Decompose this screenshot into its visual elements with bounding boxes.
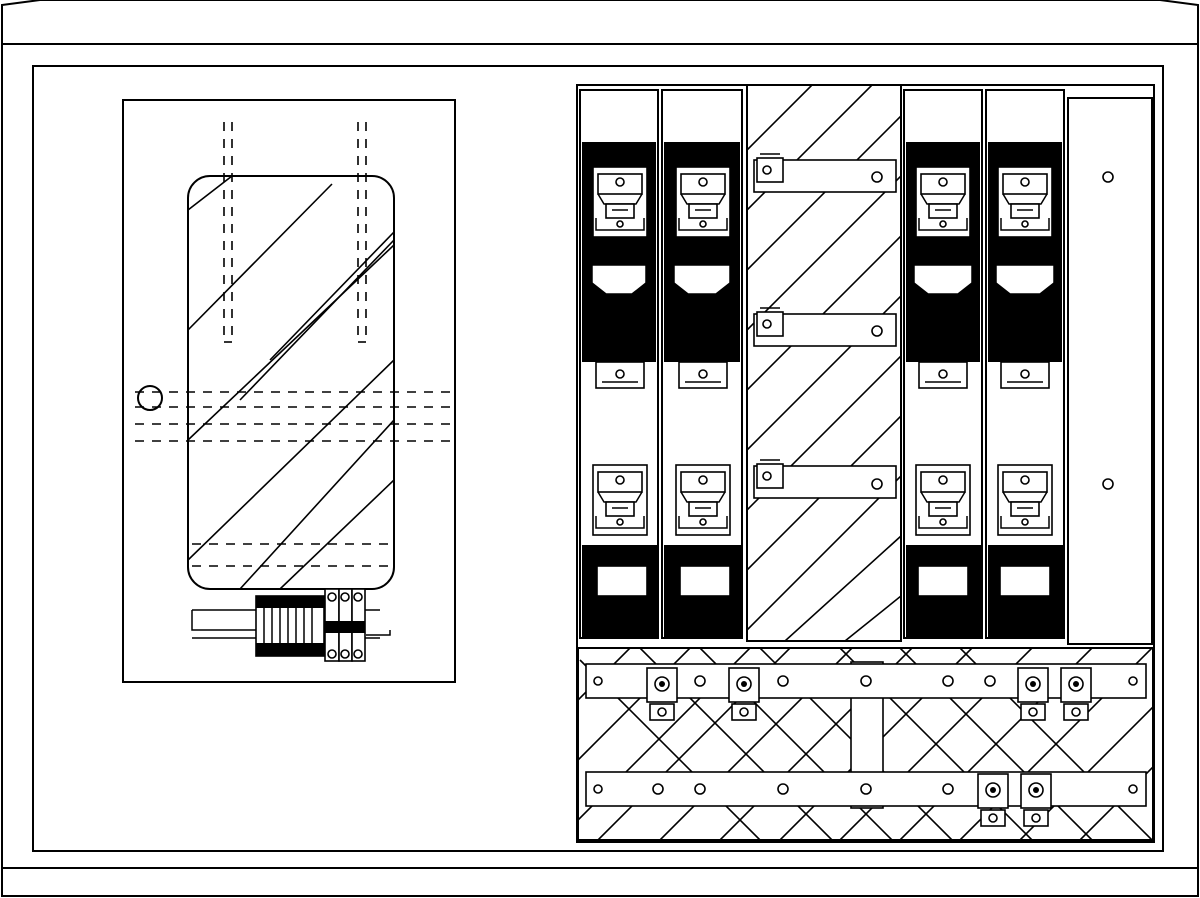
terminal-strip [191,588,391,662]
busbar-area [577,647,1154,841]
viewing-window [187,175,395,590]
fuse-section [576,84,1155,843]
fuse-column-4 [985,89,1065,639]
lock-icon [137,385,163,411]
busbar-lower [585,771,1147,807]
fuse-column-3 [903,89,983,639]
separator-panel [746,84,902,642]
breaker-1 [324,588,340,662]
meter-panel [122,99,456,683]
hidden-edges [135,122,450,567]
terminal-blocks [256,596,324,656]
busbar-upper [585,663,1147,699]
fuse-column-1 [579,89,659,639]
fuse-column-2 [661,89,743,639]
side-cover [1067,97,1153,645]
breaker-3 [351,588,366,662]
breaker-2 [338,588,353,662]
